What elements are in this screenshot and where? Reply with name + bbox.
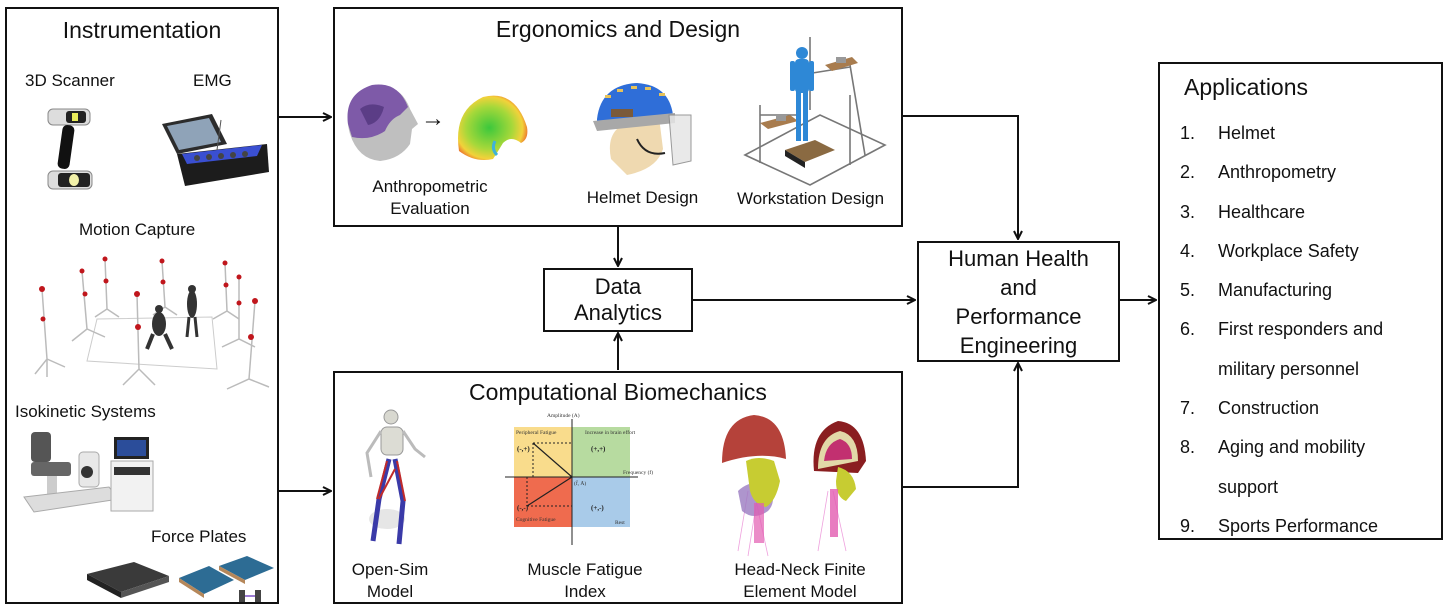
svg-text:(f̄, Ā): (f̄, Ā)	[574, 480, 586, 487]
hhpe-box: Human Health and Performance Engineering	[917, 241, 1120, 362]
arrow-biomechanics-to-hhpe	[903, 363, 1018, 488]
instrumentation-title: Instrumentation	[62, 17, 222, 43]
data-analytics-box: Data Analytics	[543, 268, 693, 332]
data-analytics-line2: Analytics	[573, 300, 663, 325]
hhpe-line1: Human Health	[948, 245, 1089, 271]
applications-panel: Applications 1.Helmet 2.Anthropometry 3.…	[1158, 62, 1443, 540]
svg-text:(+,+): (+,+)	[591, 445, 606, 453]
list-item: support	[1218, 476, 1279, 497]
fatigue-y-axis-label: Amplitude (A)	[547, 412, 580, 419]
caption-head-neck-fe-model: Head-Neck Finite Element Model	[734, 560, 866, 601]
list-item: 4.Workplace Safety	[1180, 240, 1359, 261]
list-item: 8.Aging and mobility	[1180, 437, 1366, 458]
instrumentation-panel: Instrumentation 3D Scanner EMG Motion Ca…	[5, 7, 279, 604]
muscle-fatigue-chart: Amplitude (A) Frequency (f) Peripheral F…	[505, 412, 653, 545]
applications-list: 1.Helmet 2.Anthropometry 3.Healthcare 4.…	[1180, 114, 1438, 546]
list-item: 9.Sports Performance	[1180, 515, 1379, 536]
label-emg: EMG	[193, 71, 232, 90]
quadrant-cognitive-fatigue	[514, 477, 572, 527]
arrow-ergonomics-to-hhpe	[903, 115, 1018, 239]
helmet-design-image	[593, 83, 692, 175]
quadrant-brain-effort	[572, 427, 630, 477]
svg-text:(-,-): (-,-)	[517, 504, 529, 512]
helmet-fit-heatmap-image	[458, 95, 528, 160]
force-plates-image	[87, 556, 274, 602]
svg-text:(-,+): (-,+)	[517, 445, 530, 453]
label-force-plates: Force Plates	[151, 527, 247, 546]
list-item: 2.Anthropometry	[1180, 162, 1337, 183]
svg-text:Peripheral Fatigue: Peripheral Fatigue	[516, 430, 557, 436]
emg-device-image	[162, 114, 269, 186]
hhpe-line2: and	[1000, 274, 1037, 300]
ergonomics-title: Ergonomics and Design	[495, 16, 741, 42]
list-item: 3.Healthcare	[1180, 201, 1306, 222]
3d-scanner-image	[47, 108, 93, 190]
right-arrow-icon: →	[421, 105, 445, 132]
caption-muscle-fatigue-index: Muscle Fatigue Index	[527, 560, 643, 601]
biomechanics-title: Computational Biomechanics	[469, 379, 767, 405]
computational-biomechanics-panel: Computational Biomechanics Open-Sim Mode…	[333, 371, 903, 604]
list-item: military personnel	[1218, 358, 1360, 379]
svg-text:Increase in brain effort: Increase in brain effort	[585, 429, 636, 436]
list-item: 5.Manufacturing	[1180, 280, 1333, 301]
motion-capture-image	[34, 256, 270, 390]
list-item: 6.First responders and	[1180, 319, 1384, 340]
svg-text:(+,-): (+,-)	[591, 504, 604, 512]
data-analytics-line1: Data	[594, 274, 642, 299]
list-item: 1.Helmet	[1180, 123, 1276, 143]
hhpe-line4: Engineering	[959, 332, 1078, 358]
opensim-skeleton-image	[365, 409, 426, 545]
label-3d-scanner: 3D Scanner	[25, 71, 115, 90]
hhpe-line3: Performance	[955, 303, 1082, 329]
applications-title: Applications	[1184, 74, 1309, 100]
caption-opensim-model: Open-Sim Model	[351, 560, 429, 601]
list-item: 7.Construction	[1180, 398, 1320, 419]
head-neck-fe-model-image	[722, 415, 866, 557]
caption-anthropometric-evaluation: Anthropometric Evaluation	[372, 177, 488, 218]
ergonomics-design-panel: Ergonomics and Design → Anthropometric E…	[333, 7, 903, 227]
caption-workstation-design: Workstation Design	[736, 189, 885, 208]
anthropometric-head-scan-image	[347, 84, 418, 161]
svg-text:Rest: Rest	[615, 520, 625, 526]
caption-helmet-design: Helmet Design	[586, 188, 699, 207]
label-motion-capture: Motion Capture	[79, 220, 196, 239]
label-isokinetic-systems: Isokinetic Systems	[15, 402, 156, 421]
fatigue-x-axis-label: Frequency (f)	[623, 469, 653, 476]
workstation-design-image	[743, 37, 887, 186]
quadrant-rest	[572, 477, 630, 527]
isokinetic-system-image	[23, 432, 154, 513]
svg-text:Cognitive Fatigue: Cognitive Fatigue	[516, 517, 556, 523]
